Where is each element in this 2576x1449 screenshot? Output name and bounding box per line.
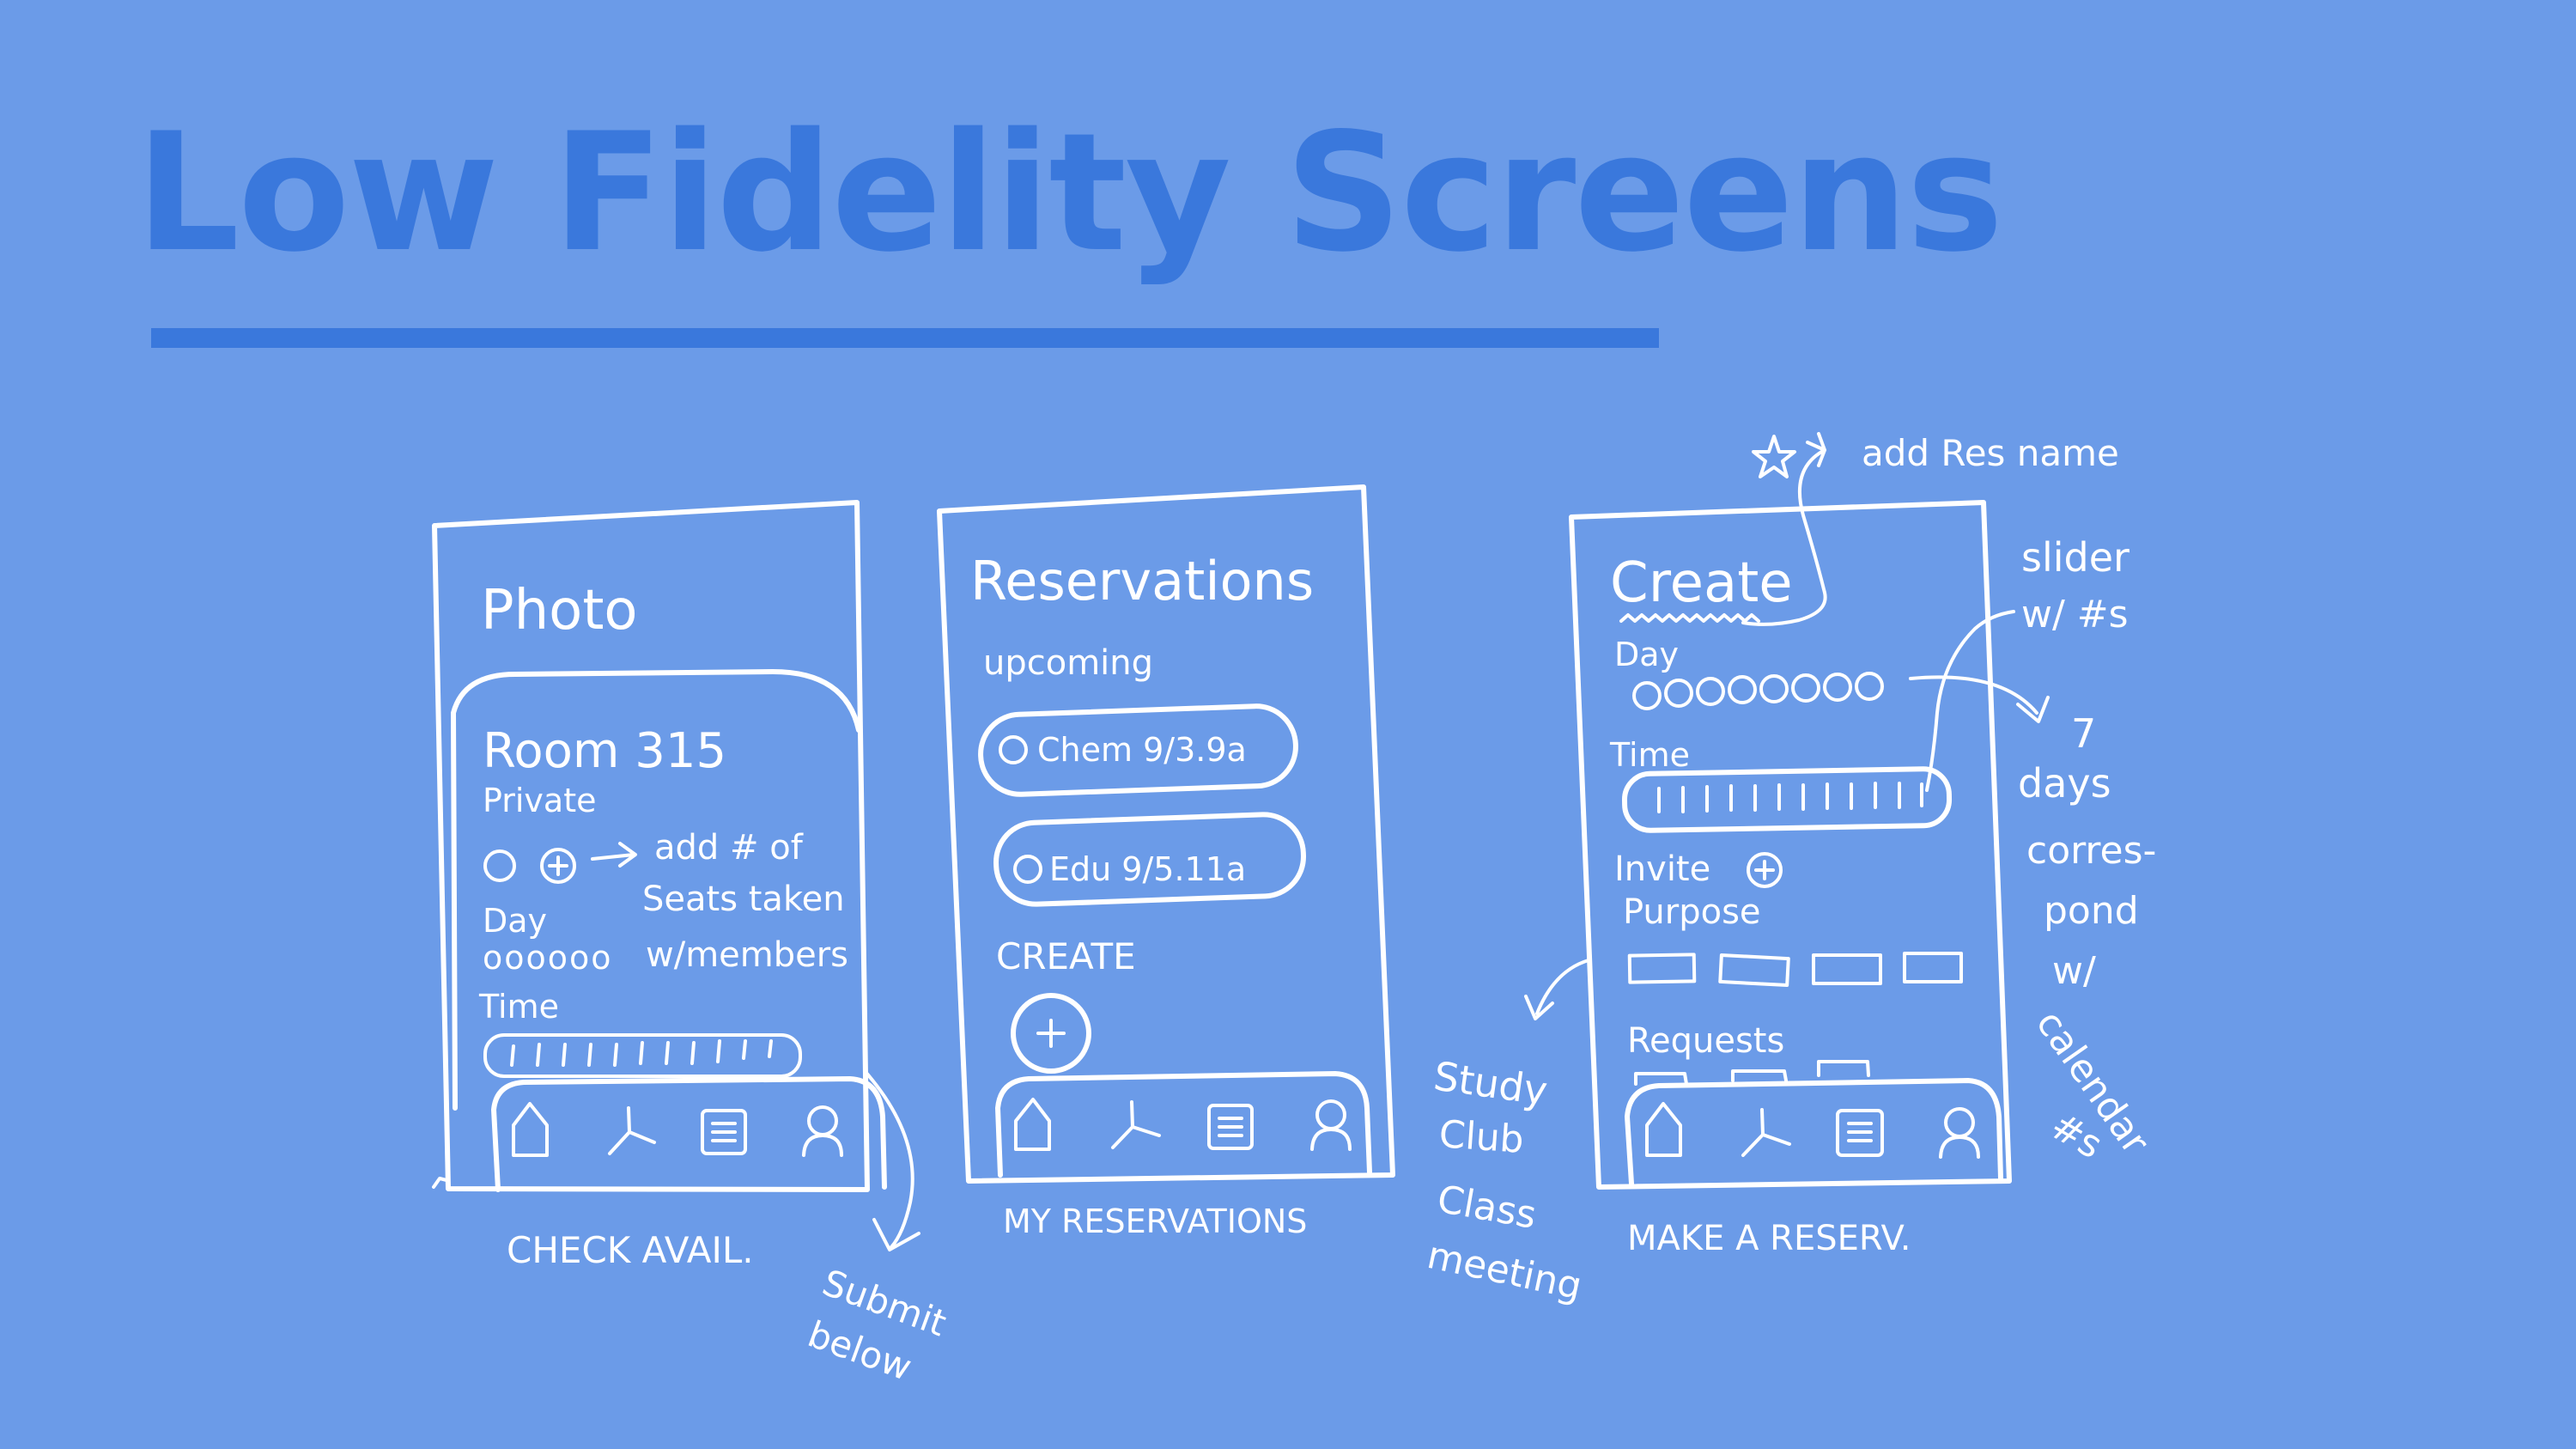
note-days: days xyxy=(2018,760,2111,807)
profile-icon[interactable] xyxy=(802,1105,843,1157)
list-icon[interactable] xyxy=(701,1109,747,1155)
note-days: pond xyxy=(2044,889,2139,933)
note-res-name: add Res name xyxy=(1862,432,2119,474)
list-icon[interactable] xyxy=(1836,1109,1884,1157)
time-slider-ticks xyxy=(1657,782,1923,813)
privacy-label: Private xyxy=(483,782,596,819)
request-tabs xyxy=(1634,1060,1870,1086)
screen2-header: Reservations xyxy=(970,550,1314,612)
title-underline xyxy=(151,328,1659,348)
time-slider-ticks xyxy=(510,1039,773,1067)
phone-frame-3 xyxy=(1569,500,2012,1190)
note-days: corres- xyxy=(2026,829,2156,873)
arrow-right-icon xyxy=(591,842,637,868)
day-label: Day xyxy=(1614,636,1679,673)
star-icon xyxy=(1752,435,1796,478)
submit-arrow xyxy=(864,1070,920,1251)
location-pin-icon xyxy=(999,735,1028,764)
note-slider-nums: w/ #s xyxy=(2021,593,2129,636)
header-squiggle xyxy=(1619,613,1760,623)
res-name-arrow xyxy=(1741,432,1827,626)
slide-title: Low Fidelity Screens xyxy=(136,98,2003,288)
time-label: Time xyxy=(478,988,559,1026)
profile-icon[interactable] xyxy=(1310,1099,1352,1151)
create-label: CREATE xyxy=(996,935,1136,977)
seat-circle-icon xyxy=(483,849,516,882)
purpose-label: Purpose xyxy=(1623,892,1761,932)
slider-connector xyxy=(1925,610,2015,792)
note-members: w/members xyxy=(646,935,848,975)
add-invite-icon[interactable] xyxy=(1747,852,1783,888)
add-seat-icon xyxy=(540,848,576,884)
location-pin-icon xyxy=(1013,855,1042,884)
branch-icon[interactable] xyxy=(608,1106,656,1155)
room-name: Room 315 xyxy=(483,723,726,779)
time-label: Time xyxy=(1609,736,1690,774)
create-button[interactable] xyxy=(1011,993,1091,1074)
time-slider[interactable] xyxy=(1621,766,1953,833)
time-slider xyxy=(483,1033,802,1078)
days-arrow xyxy=(1909,675,2050,723)
reservation-label: Chem 9/3.9a xyxy=(1037,731,1247,769)
phone-frame-1 xyxy=(432,500,870,1192)
screen1-caption: CHECK AVAIL. xyxy=(507,1229,754,1271)
home-icon[interactable] xyxy=(512,1102,549,1157)
home-icon[interactable] xyxy=(1645,1102,1682,1157)
screen-make-reservation: Create Day Time Invite Purpose Reques xyxy=(1424,432,2158,1309)
screen2-caption: MY RESERVATIONS xyxy=(1003,1202,1307,1240)
screen-my-reservations: Reservations upcoming Chem 9/3.9a Edu 9/… xyxy=(937,484,1395,1240)
phone-frame-2 xyxy=(937,484,1395,1184)
requests-label: Requests xyxy=(1627,1021,1784,1061)
note-purpose: Study xyxy=(1431,1052,1550,1114)
note-days: 7 xyxy=(2071,710,2096,757)
profile-icon[interactable] xyxy=(1939,1107,1980,1159)
note-purpose: meeting xyxy=(1424,1233,1586,1309)
day-dots: oooooo xyxy=(483,939,613,977)
note-slider: slider xyxy=(2021,534,2129,581)
note-seats-taken: Seats taken xyxy=(642,880,845,919)
list-icon[interactable] xyxy=(1207,1104,1254,1150)
branch-icon[interactable] xyxy=(1111,1100,1161,1149)
screen1-header: Photo xyxy=(481,579,638,642)
screen3-header: Create xyxy=(1610,551,1793,615)
nav-bar-1 xyxy=(491,1076,887,1192)
day-selector[interactable] xyxy=(1632,672,1884,710)
nav-bar-3 xyxy=(1625,1078,2003,1186)
purpose-options[interactable] xyxy=(1627,952,1963,988)
reservation-label: Edu 9/5.11a xyxy=(1049,850,1246,888)
upcoming-label: upcoming xyxy=(983,643,1153,683)
purpose-arrow xyxy=(1524,959,1590,1020)
home-icon[interactable] xyxy=(1014,1098,1051,1151)
branch-icon[interactable] xyxy=(1741,1108,1791,1157)
note-purpose: Class xyxy=(1434,1178,1540,1238)
note-days: w/ xyxy=(2052,949,2096,993)
room-card-outline xyxy=(451,669,861,1111)
screen3-caption: MAKE A RESERV. xyxy=(1627,1219,1911,1258)
day-label: Day xyxy=(483,902,547,940)
note-purpose: Club xyxy=(1437,1112,1525,1162)
screen-check-availability: Photo Room 315 Private add # of Seats ta… xyxy=(432,500,951,1389)
note-add-seats: add # of xyxy=(654,828,804,868)
invite-label: Invite xyxy=(1614,849,1710,889)
nav-bar-2 xyxy=(995,1071,1372,1178)
reservation-item[interactable]: Edu 9/5.11a xyxy=(993,812,1306,907)
reservation-item[interactable]: Chem 9/3.9a xyxy=(978,703,1298,797)
tick-mark xyxy=(432,1177,448,1189)
